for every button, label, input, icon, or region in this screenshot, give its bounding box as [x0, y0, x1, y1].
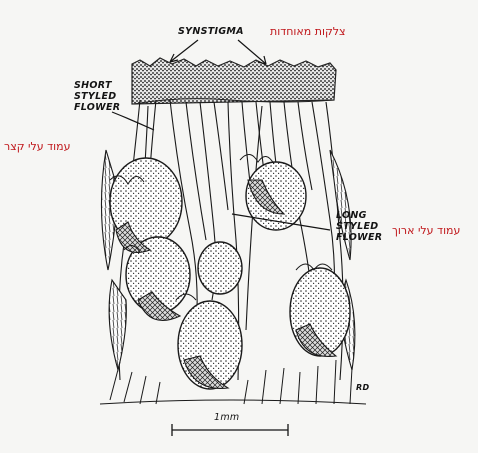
label-short-styled-flower: SHORT STYLED FLOWER — [74, 80, 120, 113]
label-scale: 1mm — [214, 412, 239, 423]
label-short-line1: SHORT — [74, 80, 120, 91]
synstigma-band — [132, 58, 336, 104]
hebrew-synstigma: צלקות מאוחדות — [270, 25, 346, 38]
label-short-line2: STYLED — [74, 91, 120, 102]
label-synstigma: SYNSTIGMA — [178, 26, 244, 37]
artist-signature: RD — [356, 382, 369, 393]
label-long-line2: STYLED — [336, 221, 382, 232]
label-long-line1: LONG — [336, 210, 382, 221]
label-long-line3: FLOWER — [336, 232, 382, 243]
label-short-line3: FLOWER — [74, 102, 120, 113]
hebrew-short-style: עמוד עלי קצר — [4, 140, 71, 153]
fruit-center — [198, 242, 242, 294]
label-long-styled-flower: LONG STYLED FLOWER — [336, 210, 382, 243]
hebrew-long-style: עמוד עלי ארוך — [392, 224, 460, 237]
